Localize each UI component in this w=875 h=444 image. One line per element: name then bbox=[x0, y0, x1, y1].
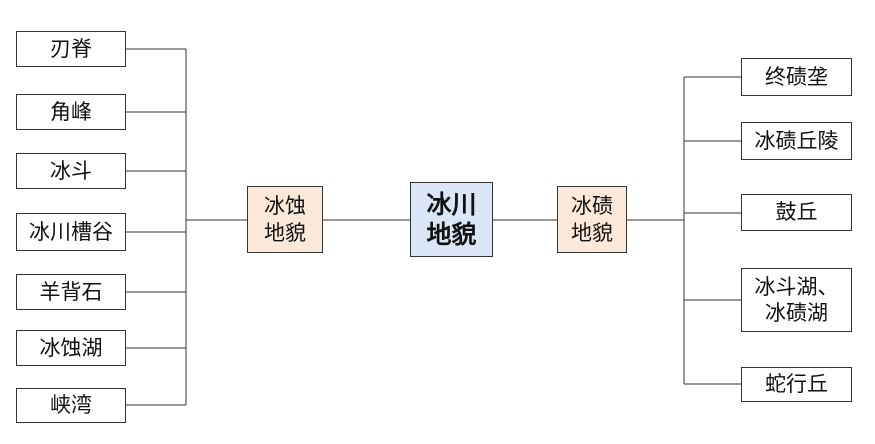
deposition-item-node: 冰斗湖、 冰碛湖 bbox=[741, 268, 852, 332]
erosion-item-node: 角峰 bbox=[16, 94, 126, 130]
deposition-landform-node: 冰碛 地貌 bbox=[557, 186, 627, 253]
erosion-item-node: 峡湾 bbox=[16, 388, 126, 423]
deposition-item-node: 终碛垄 bbox=[741, 58, 852, 96]
erosion-item-node: 冰蚀湖 bbox=[16, 330, 126, 366]
deposition-item-node: 冰碛丘陵 bbox=[741, 122, 852, 160]
deposition-item-node: 鼓丘 bbox=[741, 194, 852, 231]
deposition-item-node: 蛇行丘 bbox=[741, 367, 852, 402]
erosion-item-node: 冰川槽谷 bbox=[16, 213, 126, 251]
erosion-item-node: 刃脊 bbox=[16, 31, 126, 67]
erosion-item-node: 冰斗 bbox=[16, 153, 126, 189]
erosion-item-node: 羊背石 bbox=[16, 274, 126, 310]
center-node: 冰川 地貌 bbox=[410, 182, 493, 257]
erosion-landform-node: 冰蚀 地貌 bbox=[247, 186, 323, 253]
